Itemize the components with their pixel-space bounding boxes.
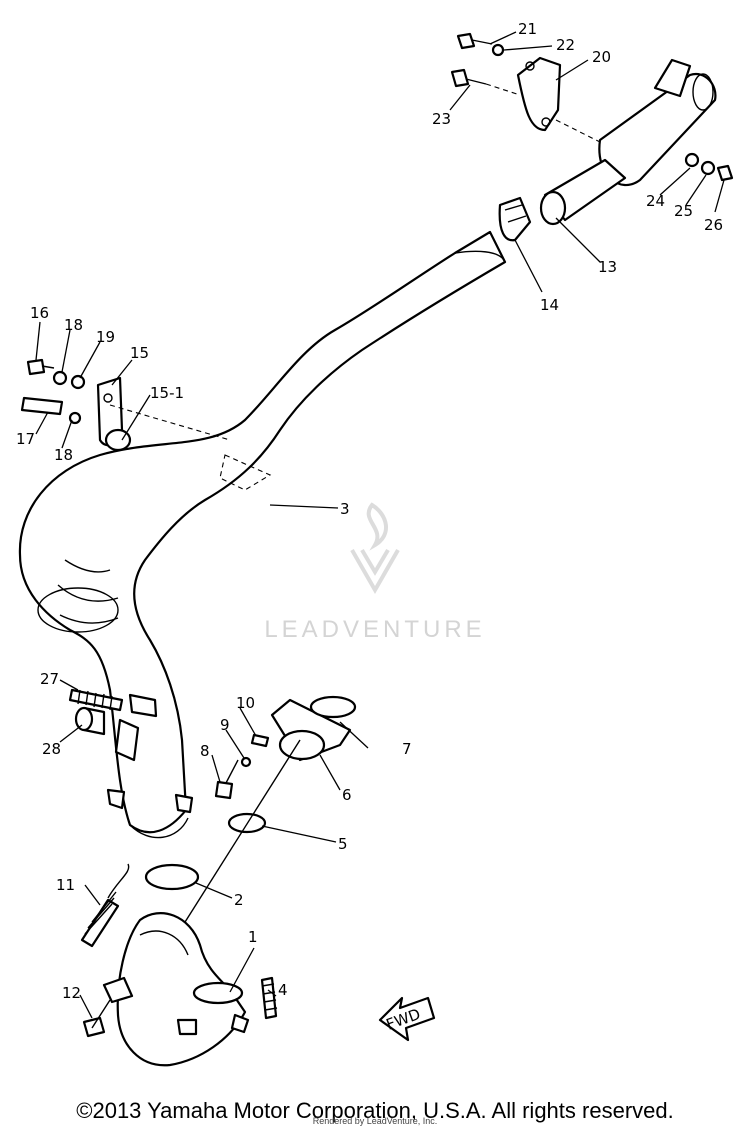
exhaust-flange	[270, 698, 352, 762]
callout-10: 10	[236, 694, 255, 712]
callout-6: 6	[342, 786, 352, 804]
bolt-17	[20, 396, 64, 416]
bolt-16	[26, 358, 46, 376]
bracket	[516, 56, 601, 143]
callout-2: 2	[234, 891, 244, 909]
o-ring-2	[144, 863, 200, 891]
callout-23: 23	[432, 110, 451, 128]
bolt-12	[82, 1016, 106, 1038]
callout-18-bottom: 18	[54, 446, 73, 464]
washer-24	[684, 152, 700, 168]
callout-5: 5	[338, 835, 348, 853]
callout-4: 4	[278, 981, 288, 999]
callout-28: 28	[42, 740, 61, 758]
spring-11	[80, 863, 130, 948]
bolt-8	[214, 780, 234, 800]
silencer	[539, 58, 717, 226]
callout-1: 1	[248, 928, 258, 946]
callout-15: 15	[130, 344, 149, 362]
callout-18-top: 18	[64, 316, 83, 334]
watermark-logo: LEADVENTURE	[264, 502, 485, 643]
callout-14: 14	[540, 296, 559, 314]
callout-8: 8	[200, 742, 210, 760]
watermark-text: LEADVENTURE	[264, 616, 485, 643]
callout-13: 13	[598, 258, 617, 276]
callout-labels: 1 2 3 4 5 6 7 8 9 10 11 12 13 14 15 15-1…	[16, 20, 723, 1002]
copyright-notice: ©2013 Yamaha Motor Corporation, U.S.A. A…	[76, 1098, 674, 1123]
callout-9: 9	[220, 716, 230, 734]
bolt-23	[450, 68, 521, 96]
washer-25	[700, 160, 716, 176]
callout-11: 11	[56, 876, 75, 894]
rendered-by-note: Rendered by LeadVenture, Inc.	[312, 1116, 438, 1126]
gasket-7	[309, 695, 357, 719]
part-10	[250, 733, 270, 748]
callout-12: 12	[62, 984, 81, 1002]
spring-4	[260, 976, 278, 1020]
washer-9	[240, 756, 252, 768]
callout-26: 26	[704, 216, 723, 234]
callout-22: 22	[556, 36, 575, 54]
spring-27	[68, 688, 124, 712]
hanger-bracket	[96, 376, 132, 452]
washer-19	[70, 374, 86, 390]
callout-24: 24	[646, 192, 665, 210]
callout-21: 21	[518, 20, 537, 38]
callout-27: 27	[40, 670, 59, 688]
nut-26	[716, 164, 734, 182]
callout-3: 3	[340, 500, 350, 518]
exhaust-pipe	[18, 230, 507, 839]
callout-16: 16	[30, 304, 49, 322]
bolt-21	[456, 32, 493, 50]
callout-20: 20	[592, 48, 611, 66]
callout-15-1: 15-1	[150, 384, 184, 402]
washer-22	[491, 43, 505, 57]
washer-18-top	[52, 370, 68, 386]
callout-19: 19	[96, 328, 115, 346]
callout-7: 7	[402, 740, 412, 758]
callout-17: 17	[16, 430, 35, 448]
callout-25: 25	[674, 202, 693, 220]
forward-direction-arrow: FWD	[378, 996, 436, 1042]
damper-28	[74, 706, 106, 736]
clamp	[498, 196, 532, 242]
leader-lines	[35, 31, 725, 1019]
joint-pipe	[102, 912, 250, 1067]
